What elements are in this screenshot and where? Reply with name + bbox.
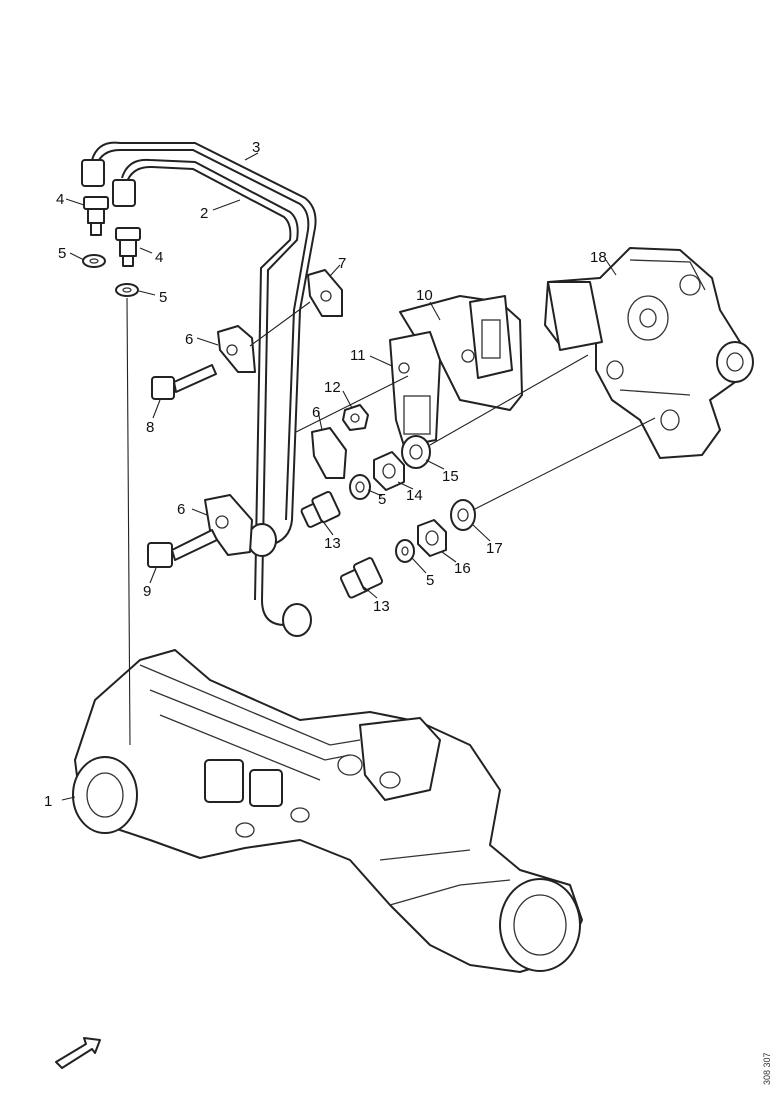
callout-14: 14 [406, 487, 423, 504]
callout-1: 1 [44, 793, 52, 810]
callout-15: 15 [442, 468, 459, 485]
clamp-part-6-upper [217, 325, 256, 373]
callout-6-middle: 6 [312, 404, 320, 421]
callout-12: 12 [324, 379, 341, 396]
bolt-part-8 [151, 364, 217, 400]
callout-8: 8 [146, 419, 154, 436]
callout-7: 7 [338, 255, 346, 272]
callout-leaders [61, 152, 617, 801]
clamp-part-6-middle [311, 427, 347, 479]
seal-part-17 [450, 499, 476, 531]
seal-part-15 [401, 435, 431, 469]
callout-4-upper: 4 [56, 191, 64, 208]
washer-part-5-middle [349, 474, 371, 500]
clamp-part-7 [307, 269, 343, 317]
callout-5-middle: 5 [378, 491, 386, 508]
fitting-part-13-lower [339, 557, 383, 599]
fitting-part-16 [417, 519, 447, 557]
clamp-part-6-lower [204, 494, 253, 556]
bolt-part-9 [147, 529, 218, 568]
callout-11: 11 [350, 347, 366, 364]
washer-part-5-right [395, 539, 415, 563]
fitting-part-4-upper [83, 196, 109, 236]
callout-5-upper: 5 [58, 245, 66, 262]
bracket-part-10 [399, 295, 523, 411]
callout-10: 10 [416, 287, 433, 304]
front-direction-arrow-icon [55, 1037, 101, 1069]
reference-code: 308 307 [762, 1052, 772, 1085]
callout-16: 16 [454, 560, 471, 577]
connection-line-lower [472, 417, 656, 511]
valve-block-part-18 [544, 247, 754, 459]
callout-13-upper: 13 [324, 535, 341, 552]
pipe-2-end-fitting [282, 603, 312, 637]
pipe-3-union-nut [81, 159, 105, 187]
callout-18: 18 [590, 249, 607, 266]
callout-6-lower: 6 [177, 501, 185, 518]
pipe-2-union-nut [112, 179, 136, 207]
callout-9: 9 [143, 583, 151, 600]
callout-13-lower: 13 [373, 598, 390, 615]
connection-line-upper [429, 354, 589, 446]
connection-line-clamp [295, 375, 409, 433]
callout-labels: 1 2 3 4 4 5 5 5 5 6 6 6 7 8 9 10 11 12 1… [44, 139, 607, 810]
callout-5-right: 5 [426, 572, 434, 589]
fitting-part-4-lower [115, 227, 141, 267]
callout-17: 17 [486, 540, 503, 557]
fitting-part-13-upper [300, 490, 341, 528]
bracket-part-11 [389, 331, 441, 447]
pipe-part-2 [112, 158, 312, 637]
nut-part-12 [342, 404, 369, 431]
assembly-axis-line [126, 297, 131, 746]
callout-4-lower: 4 [155, 249, 163, 266]
callout-2: 2 [200, 205, 208, 222]
callout-3: 3 [252, 139, 260, 156]
housing-part-1 [72, 649, 583, 973]
washer-part-5-upper [82, 254, 106, 268]
fitting-part-14 [373, 451, 405, 491]
pipe-part-3 [81, 141, 317, 549]
connection-line-clamp-upper [249, 301, 311, 347]
washer-part-5-lower [115, 283, 139, 297]
callout-6-upper: 6 [185, 331, 193, 348]
callout-5-left: 5 [159, 289, 167, 306]
